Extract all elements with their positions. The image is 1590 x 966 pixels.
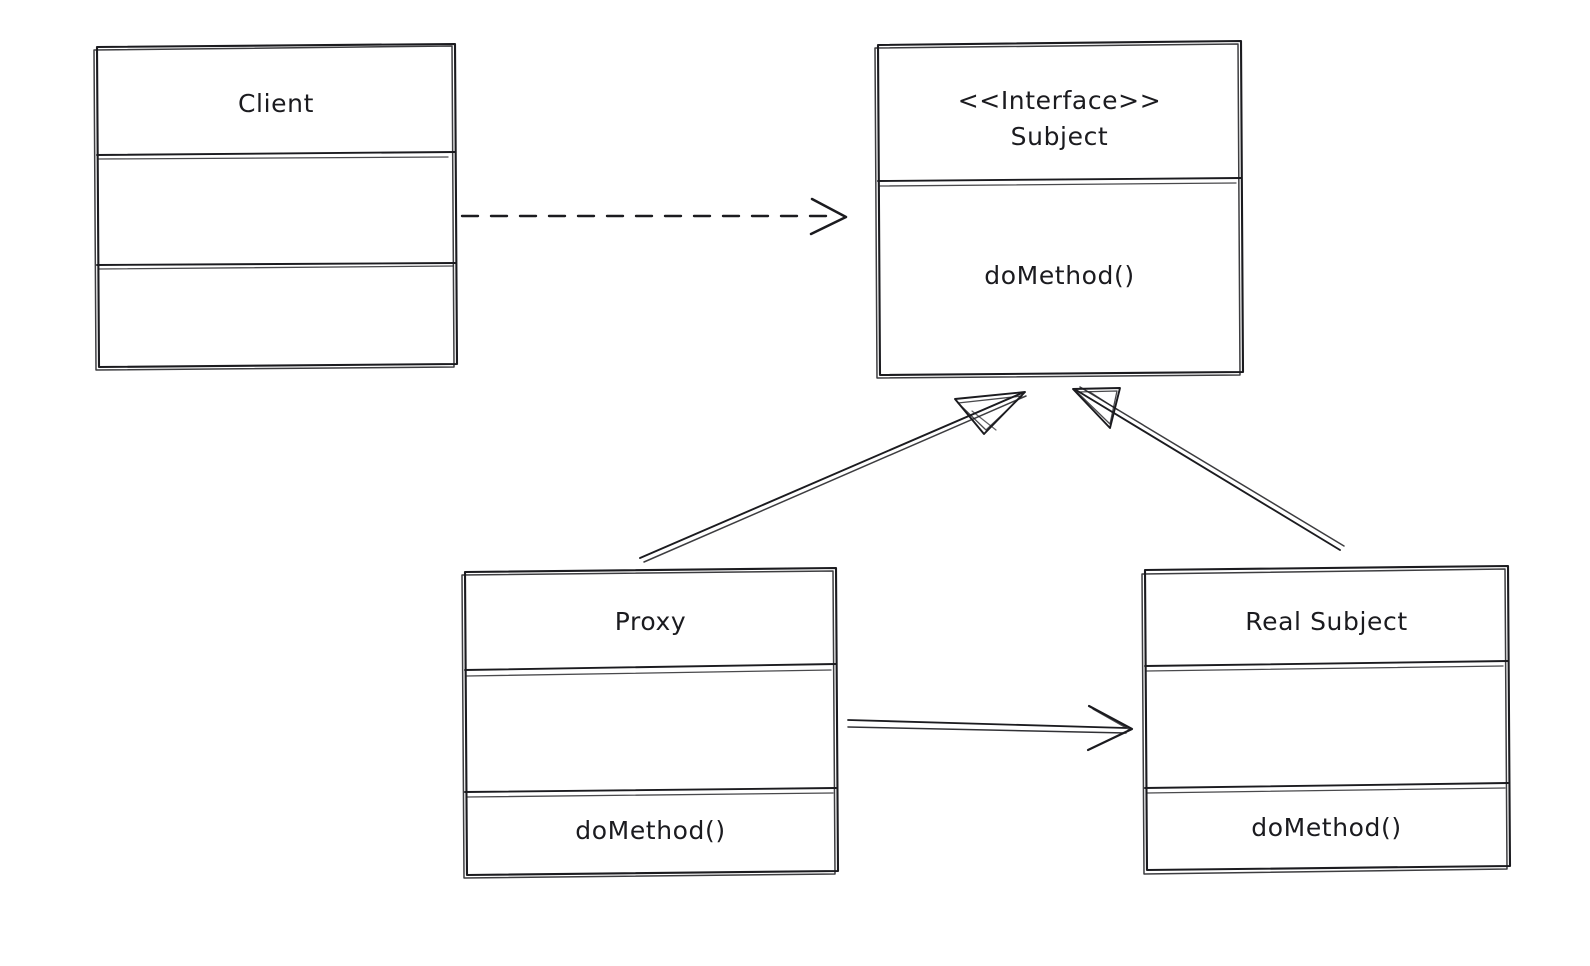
node-real-subject[interactable] xyxy=(1141,564,1512,875)
node-proxy[interactable] xyxy=(461,566,840,879)
edge-realsubject-implements-subject[interactable] xyxy=(1072,386,1345,551)
node-client[interactable] xyxy=(93,42,459,371)
edge-client-uses-subject[interactable] xyxy=(460,197,848,236)
edge-proxy-implements-subject[interactable] xyxy=(639,391,1027,563)
node-subject[interactable] xyxy=(874,39,1245,379)
edge-proxy-calls-realsubject[interactable] xyxy=(847,704,1134,752)
